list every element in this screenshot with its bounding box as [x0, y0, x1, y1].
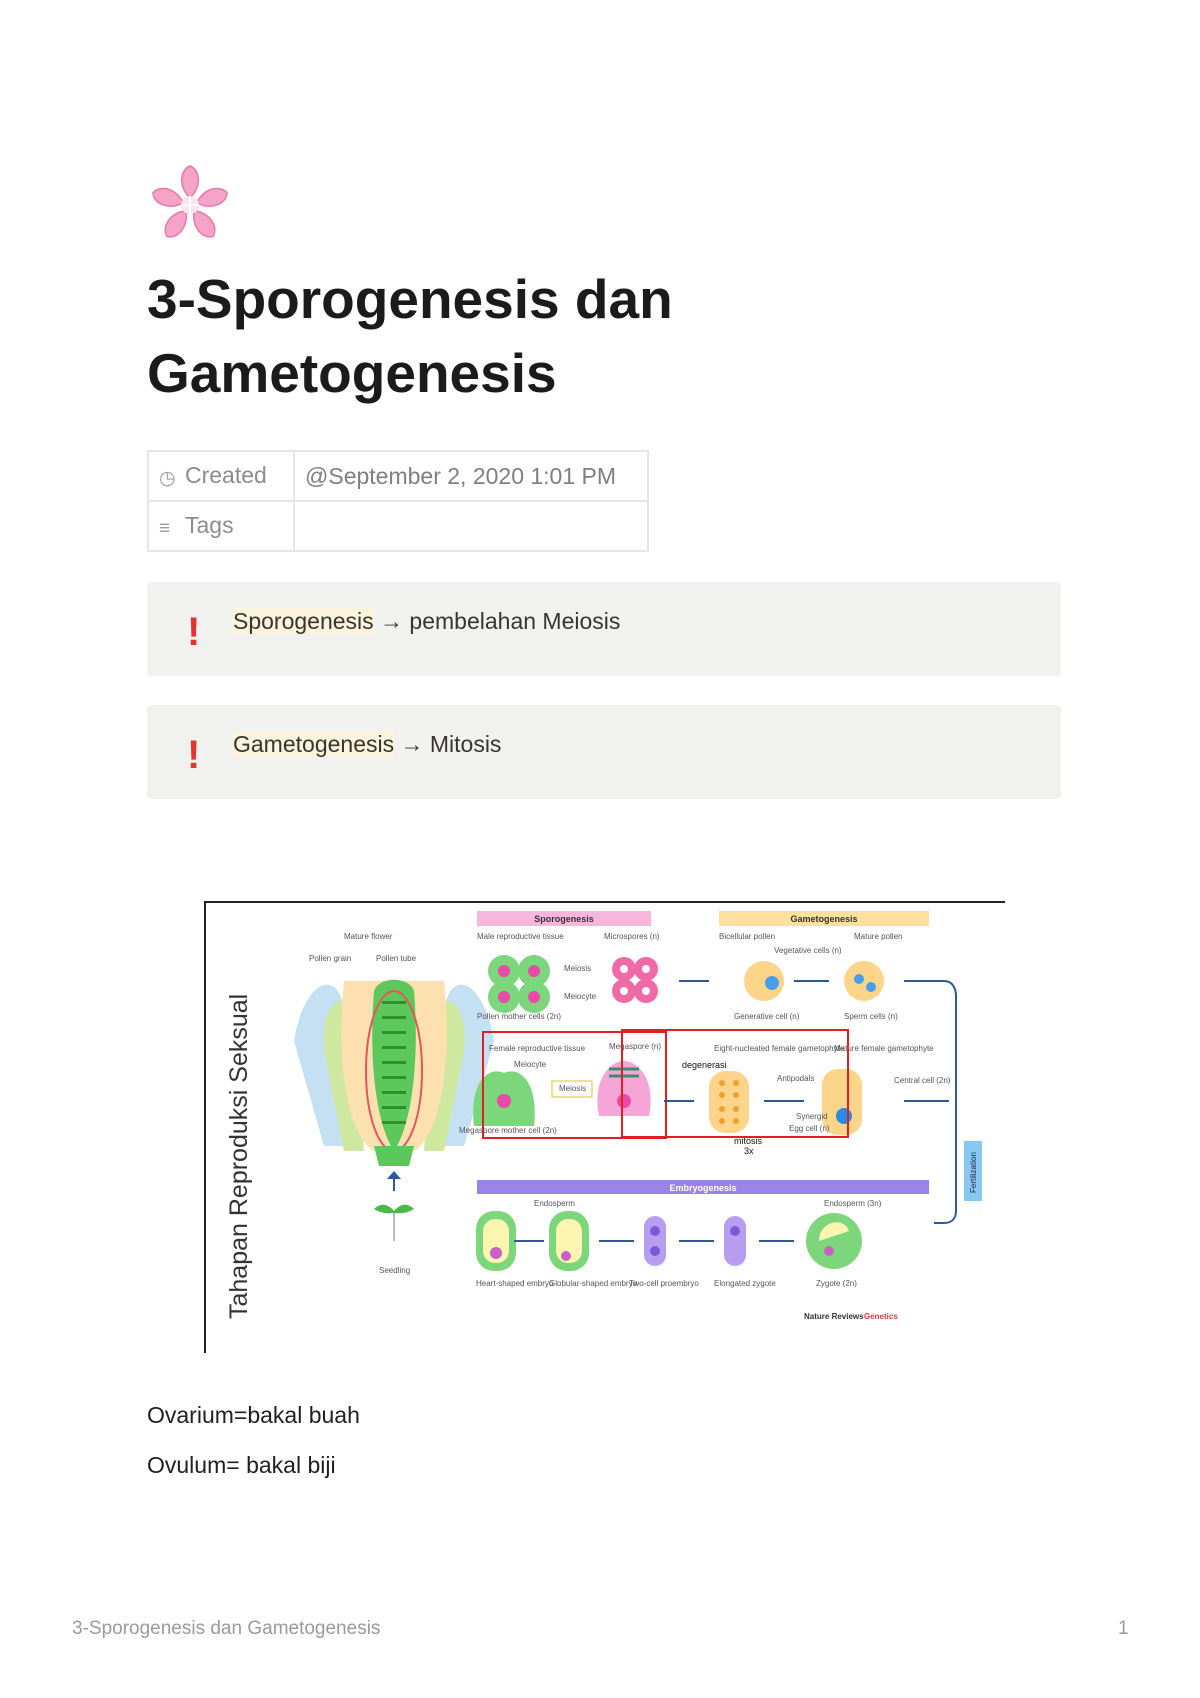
label-antipodals: Antipodals: [777, 1074, 814, 1083]
label-meiocyte: Meiocyte: [564, 992, 597, 1001]
exclamation-icon: !: [187, 610, 201, 654]
properties-table: ◷ Created @September 2, 2020 1:01 PM ≡ Tag…: [147, 450, 649, 552]
header-embryogenesis: Embryogenesis: [669, 1183, 736, 1193]
label-mitosis: mitosis: [734, 1136, 763, 1146]
label-meiocyte-female: Meiocyte: [514, 1060, 547, 1069]
callout-gametogenesis: ! Gametogenesis → Mitosis: [147, 705, 1061, 799]
header-sporogenesis: Sporogenesis: [534, 914, 594, 924]
highlighted-term: Gametogenesis: [233, 731, 395, 757]
page-title: 3-Sporogenesis dan Gametogenesis: [147, 268, 673, 404]
label-pollen-tube: Pollen tube: [376, 954, 417, 963]
label-female-tissue: Female reproductive tissue: [489, 1044, 586, 1053]
page-number: 1: [1118, 1618, 1129, 1639]
list-icon: ≡: [159, 518, 171, 539]
label-mature-flower: Mature flower: [344, 932, 393, 941]
label-megaspore: Megaspore (n): [609, 1042, 661, 1051]
label-generative-cell: Generative cell (n): [734, 1012, 800, 1021]
reproduction-diagram: Tahapan Reproduksi Seksual Sporogenesis …: [204, 901, 1005, 1353]
side-label: Tahapan Reproduksi Seksual: [225, 994, 253, 1319]
label-pollen-mother: Pollen mother cells (2n): [477, 1012, 561, 1021]
page-icon: [147, 160, 233, 246]
property-key: Tags: [185, 512, 234, 538]
paragraph-ovarium: Ovarium=bakal buah: [147, 1402, 360, 1428]
property-value[interactable]: @September 2, 2020 1:01 PM: [293, 450, 649, 502]
label-endosperm: Endosperm: [534, 1199, 575, 1208]
label-endosperm-3n: Endosperm (3n): [824, 1199, 882, 1208]
label-mature-female: Mature female gametophyte: [834, 1044, 934, 1053]
label-degenerasi: degenerasi: [682, 1060, 727, 1070]
exclamation-icon: !: [187, 733, 201, 777]
property-row-tags[interactable]: ≡ Tags: [147, 500, 649, 552]
label-egg-cell: Egg cell (n): [789, 1124, 830, 1133]
paragraph-ovulum: Ovulum= bakal biji: [147, 1452, 336, 1478]
label-central-cell: Central cell (2n): [894, 1076, 951, 1085]
clock-icon: ◷: [159, 468, 176, 489]
credit: Nature Reviews: [804, 1312, 864, 1321]
label-mature-pollen: Mature pollen: [854, 932, 902, 941]
header-gametogenesis: Gametogenesis: [790, 914, 857, 924]
label-3x: 3x: [744, 1146, 754, 1156]
label-zygote: Zygote (2n): [816, 1279, 857, 1288]
credit-genetics: Genetics: [864, 1312, 898, 1321]
label-seedling: Seedling: [379, 1266, 410, 1275]
label-synergid: Synergid: [796, 1112, 828, 1121]
label-elongated: Elongated zygote: [714, 1279, 776, 1288]
label-megaspore-mother: Megaspore mother cell (2n): [459, 1126, 557, 1135]
label-vegetative-cells: Vegetative cells (n): [774, 946, 842, 955]
label-heart: Heart-shaped embryo: [476, 1279, 554, 1288]
label-meiosis: Meiosis: [564, 964, 591, 973]
callout-text: → Mitosis: [394, 731, 502, 757]
cherry-blossom-icon: [152, 165, 228, 238]
label-globular: Globular-shaped embryo: [549, 1279, 638, 1288]
property-key: Created: [185, 462, 267, 488]
label-meiosis-female: Meiosis: [559, 1084, 586, 1093]
header-fertilization: Fertilization: [969, 1152, 978, 1193]
footer-title: 3-Sporogenesis dan Gametogenesis: [72, 1618, 381, 1639]
label-sperm-cells: Sperm cells (n): [844, 1012, 898, 1021]
label-microspores: Microspores (n): [604, 932, 660, 941]
property-value[interactable]: [293, 500, 649, 552]
label-pollen-grain: Pollen grain: [309, 954, 351, 963]
label-male-tissue: Male reproductive tissue: [477, 932, 564, 941]
label-two-cell: Two-cell proembryo: [629, 1279, 699, 1288]
label-bicellular-pollen: Bicellular pollen: [719, 932, 775, 941]
label-eight-nucleated: Eight-nucleated female gametophyte: [714, 1044, 845, 1053]
highlighted-term: Sporogenesis: [233, 608, 374, 634]
callout-sporogenesis: ! Sporogenesis → pembelahan Meiosis: [147, 582, 1061, 676]
callout-text: → pembelahan Meiosis: [373, 608, 621, 634]
property-row-created[interactable]: ◷ Created @September 2, 2020 1:01 PM: [147, 450, 649, 502]
